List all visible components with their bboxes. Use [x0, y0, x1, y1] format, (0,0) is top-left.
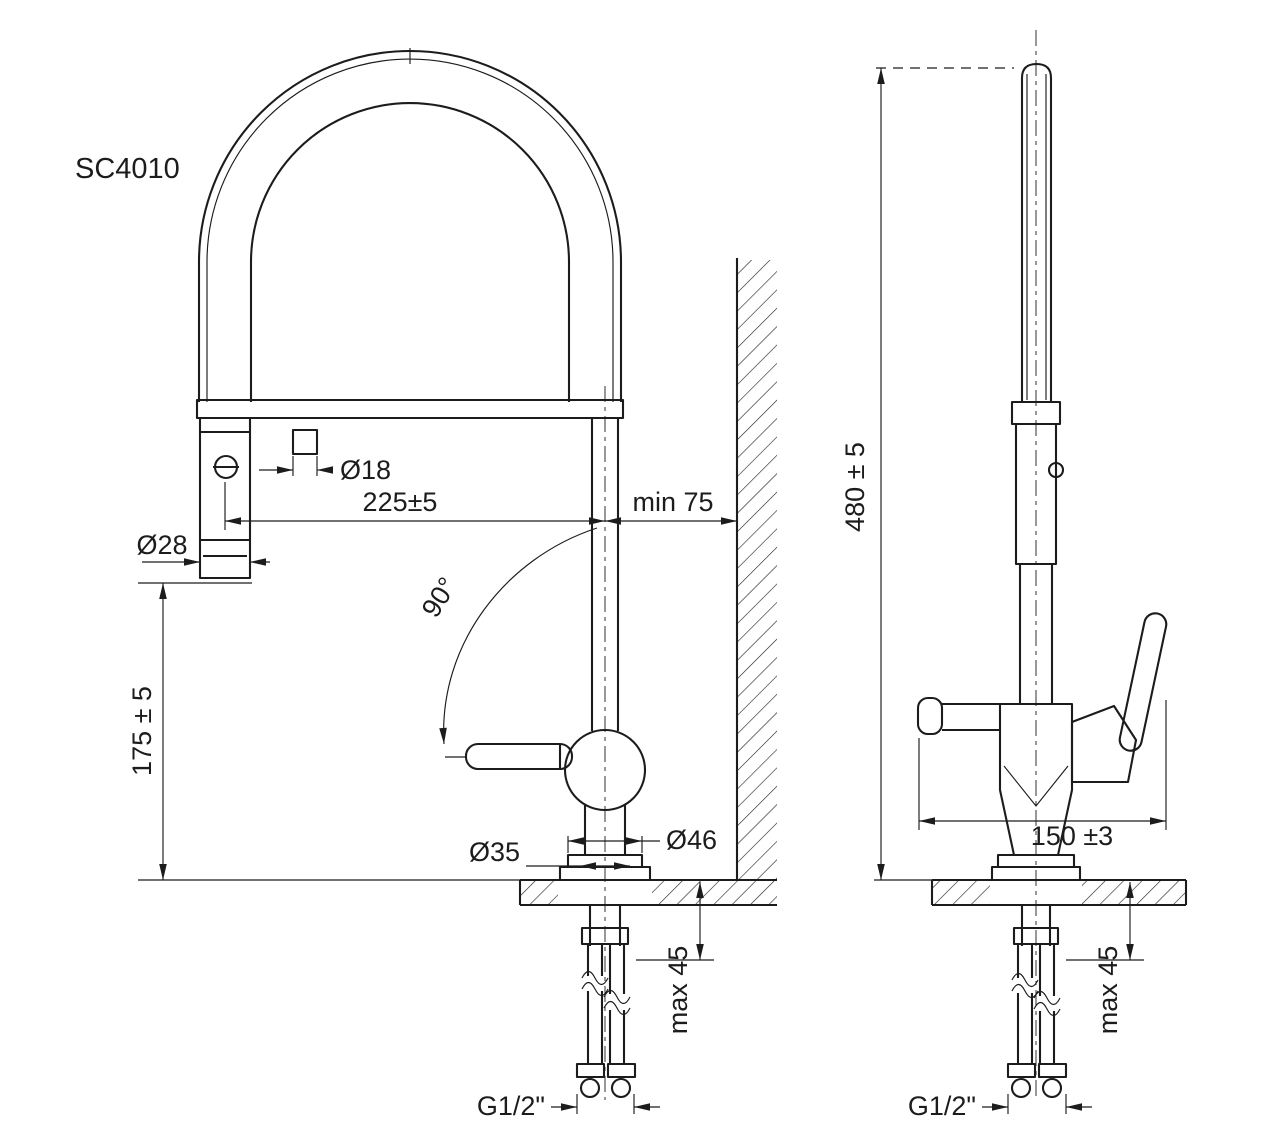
label-hole-diameter: Ø35	[469, 837, 520, 867]
label-reach: 225±5	[363, 487, 438, 517]
dim-overall-width: 150 ±3	[918, 700, 1167, 851]
side-faucet-column	[876, 30, 1065, 1100]
dim-thread-front: G1/2"	[477, 1091, 660, 1121]
label-deck-max-front: max 45	[663, 946, 693, 1035]
dim-reach: 225±5	[224, 482, 605, 530]
dim-deck-max-front: max 45	[636, 882, 714, 1034]
supply-hoses-front	[575, 905, 637, 1099]
label-overall-height: 480 ± 5	[840, 442, 870, 532]
label-swivel-angle: 90°	[416, 572, 463, 623]
spray-head	[198, 416, 252, 580]
label-body-diameter: Ø46	[666, 825, 717, 855]
label-deck-max-side: max 45	[1093, 946, 1123, 1035]
label-spray-diameter: Ø18	[340, 455, 391, 485]
mixer-body-front	[445, 728, 652, 882]
label-thread-front: G1/2"	[477, 1091, 545, 1121]
dim-overall-height: 480 ± 5	[840, 68, 932, 881]
supply-hoses-side	[1006, 905, 1068, 1099]
dim-hole-diameter: Ø35	[469, 837, 630, 870]
countertop-side	[930, 878, 1188, 907]
dim-body-diameter: Ø46	[567, 825, 717, 855]
dim-thread-side: G1/2"	[908, 1091, 1092, 1121]
dim-swivel-angle: 90°	[416, 527, 598, 745]
spray-nozzle	[291, 428, 319, 456]
dim-wall-clearance: min 75	[605, 487, 737, 525]
model-label: SC4010	[75, 153, 180, 185]
dim-deck-max-side: max 45	[1066, 882, 1144, 1034]
countertop-front	[518, 878, 777, 907]
side-mixer-body	[916, 612, 1168, 882]
wall-section	[735, 258, 777, 905]
label-thread-side: G1/2"	[908, 1091, 976, 1121]
label-head-diameter: Ø28	[136, 530, 187, 560]
hose-arc	[197, 48, 623, 402]
hose-bracket	[195, 398, 625, 420]
label-head-height: 175 ± 5	[127, 686, 157, 776]
dim-spray-diameter: Ø18	[259, 455, 391, 485]
label-wall-clearance: min 75	[632, 487, 713, 517]
front-view: Ø18 225±5 min 75 Ø28 90° 175 ± 5	[127, 48, 777, 1121]
spout-pipe	[590, 386, 620, 1100]
dim-head-height: 175 ± 5	[127, 582, 520, 881]
side-view: 480 ± 5 150 ±3 max 45 G1/2"	[840, 30, 1188, 1121]
dim-head-diameter: Ø28	[136, 530, 270, 566]
label-overall-width: 150 ±3	[1031, 821, 1113, 851]
